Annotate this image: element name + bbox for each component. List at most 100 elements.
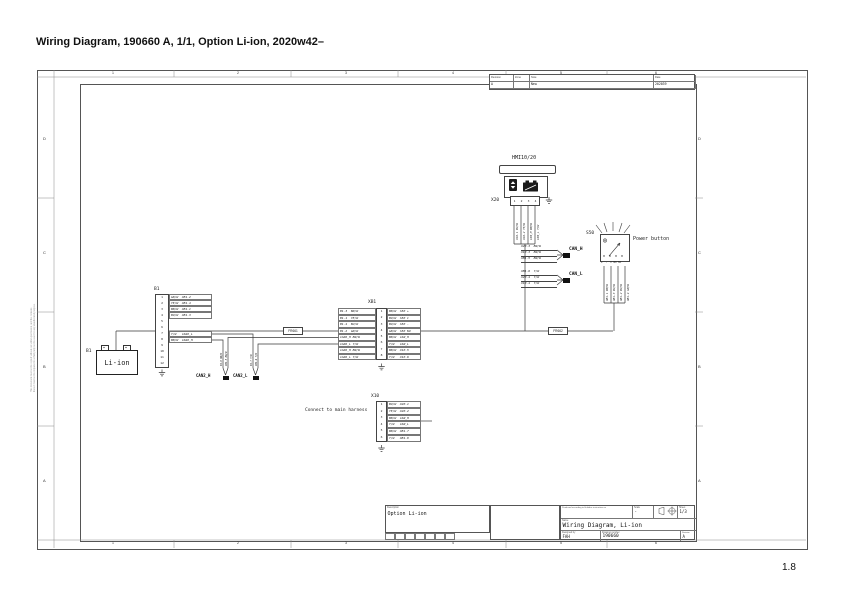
zone-letter: A	[43, 478, 46, 483]
wire-cell: BU/W XB1.3	[169, 312, 212, 319]
wire-label: CAN_L Y/W	[536, 224, 540, 240]
wire-label: XB1.5 BN/W	[225, 351, 228, 366]
zone-number: 3	[345, 70, 347, 75]
drawing-number: 190660	[602, 534, 619, 540]
can2-h-terminator	[222, 375, 229, 380]
zone-value	[514, 81, 530, 89]
zone-letter: B	[698, 364, 701, 369]
number-cell: Drawing number 190660	[601, 530, 681, 541]
hmi-display-box	[504, 176, 548, 198]
zone-letter: C	[43, 250, 46, 255]
fold-cell	[425, 533, 435, 540]
zone-number: 2	[237, 70, 239, 75]
zone-number: 1	[112, 70, 114, 75]
revision-table: Revision Zone Note Date A New 202039	[489, 74, 696, 90]
wire-label: XB1.2 BU/W	[619, 284, 623, 301]
fold-cell	[395, 533, 405, 540]
drawing-name: Wiring Diagram, Li-ion	[562, 522, 642, 530]
titleblock-revision-value: A	[682, 533, 685, 539]
wire-label: X10.1 BU/W	[515, 223, 519, 240]
zone-number: 4	[452, 70, 454, 75]
wire-cell: BU/W X20.1	[387, 401, 421, 408]
fold-cell	[405, 533, 415, 540]
b1-pin: 12	[160, 361, 164, 366]
projection-cell	[654, 506, 678, 518]
page-number: 1.8	[782, 562, 796, 573]
x20-pin: 4	[534, 199, 537, 203]
wire-cell: BN/W CAN_H	[387, 414, 421, 422]
page-title: Wiring Diagram, 190660 A, 1/1, Option Li…	[36, 36, 325, 48]
wire-label: XB1.4 GN/W	[626, 284, 630, 301]
b1-connector-label: B1	[154, 287, 160, 292]
ferrite-fr661: FR661	[283, 327, 303, 335]
titleblock-description: Description Option Li-ion	[385, 505, 490, 533]
s50-pin-row: + - C NO NC	[601, 261, 622, 264]
revision-header: Revision	[490, 75, 514, 82]
zone-number: 1	[112, 541, 114, 545]
scale-value: -	[634, 509, 637, 515]
zone-number: 3	[345, 541, 347, 545]
x10-label: X10	[371, 394, 380, 399]
zone-letter: C	[698, 250, 701, 255]
sheet-value: 1/3	[679, 509, 687, 515]
date-header: Date	[654, 75, 696, 82]
battery-label: B1	[86, 349, 92, 354]
description-value: Option Li-ion	[387, 511, 427, 518]
wire-flag: XB1.5 BN/W	[521, 257, 557, 263]
revision-value: A	[490, 81, 514, 89]
wire-label: XB1.1 BN/W	[605, 284, 609, 301]
wire-cell: Y/W X10.6	[387, 353, 421, 360]
can-l-terminator	[563, 278, 570, 283]
titleblock-main: Produced according to Hultdins instructi…	[560, 505, 696, 541]
ferrite-fr662: FR662	[548, 327, 568, 335]
s50-label: S50	[586, 231, 595, 236]
can2-l-net-label: CAN2_L	[233, 373, 248, 378]
x10-pin: 6	[380, 434, 383, 439]
wire-cell: Y/W CAN_L	[387, 421, 421, 429]
x20-connector-label: X20	[491, 198, 500, 203]
can-l-net-label: CAN_L	[569, 272, 583, 277]
can2-l-terminator	[252, 375, 259, 380]
wire-cell: Y/W XB1.8	[387, 435, 421, 442]
zone-letter: B	[43, 364, 46, 369]
wire-label: CAN_H BN/W	[529, 223, 533, 240]
x20-pin: 3	[527, 199, 530, 203]
wire-cell: YE/W X20.2	[387, 407, 421, 415]
x20-pin: 1	[513, 199, 516, 203]
wire-label: B1.8 BN/W	[220, 353, 223, 366]
wire-label: XB1.3 BU/W	[612, 284, 616, 301]
zone-header: Zone	[514, 75, 530, 82]
fold-cell	[415, 533, 425, 540]
side-note: This document must not be copied without…	[31, 303, 36, 392]
wire-cell: BN/W CAN2_H	[169, 337, 212, 344]
can-h-net-label: CAN_H	[569, 247, 583, 252]
titleblock-empty	[490, 505, 560, 540]
fold-marks	[385, 533, 455, 540]
wire-label: X10.2 YE/W	[522, 223, 526, 240]
hmi-bracket	[499, 165, 556, 174]
x20-pin: 2	[520, 199, 523, 203]
battery-text: Li-ion	[104, 358, 130, 367]
wire-label: B1.7 Y/W	[250, 354, 253, 366]
xb1-label: XB1	[368, 300, 377, 305]
note-value: New	[530, 81, 654, 89]
wire-flag: X10.4 Y/W	[521, 282, 557, 288]
hmi-label: HMI10/20	[512, 155, 537, 161]
x10-note: Connect to main harness	[305, 408, 368, 413]
zone-letter: A	[698, 478, 701, 483]
designed-value: FAH	[562, 534, 570, 540]
can-h-terminator	[563, 253, 570, 258]
fold-cell	[435, 533, 445, 540]
fold-cell	[385, 533, 395, 540]
fold-cell	[445, 533, 455, 540]
date-value: 202039	[654, 81, 696, 89]
s50-name: Power button	[633, 236, 670, 242]
battery-box: Li-ion	[96, 350, 138, 375]
